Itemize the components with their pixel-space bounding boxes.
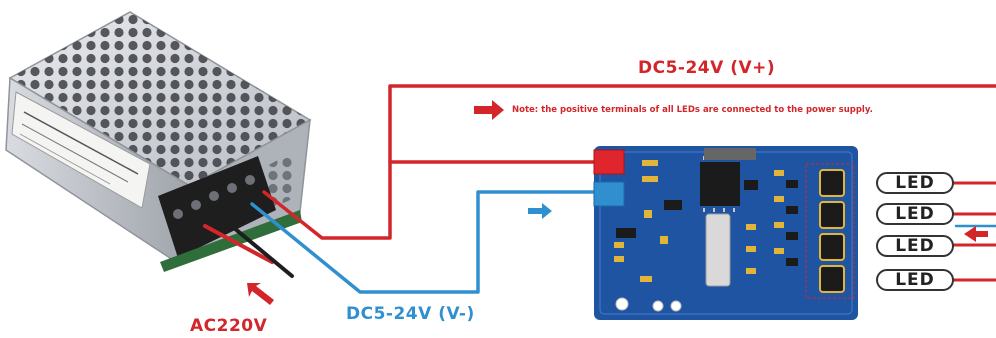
positive-wire [262,84,996,240]
gnd-pad [593,181,625,207]
negative-wire [250,190,600,294]
ac-wire-red [203,224,274,264]
arrow-right-icon [474,100,504,120]
led-label-1: LED [876,172,954,194]
led-label-4: LED [876,269,954,291]
power-supply [5,11,312,272]
positive-rail-label: DC5-24V (V+) [638,58,776,78]
arrow-up-left-icon [247,283,274,305]
led-label-2: LED [876,203,954,225]
arrow-left-icon [964,226,988,242]
negative-rail-label: DC5-24V (V-) [346,304,475,324]
led-label-3: LED [876,235,954,257]
note-text: Note: the positive terminals of all LEDs… [512,105,873,115]
arrow-right-icon [528,203,552,219]
vcc-pad [593,149,625,175]
ac-wire-black [220,216,294,278]
mains-input-label: AC220V [190,316,268,336]
controller-board [593,146,858,320]
